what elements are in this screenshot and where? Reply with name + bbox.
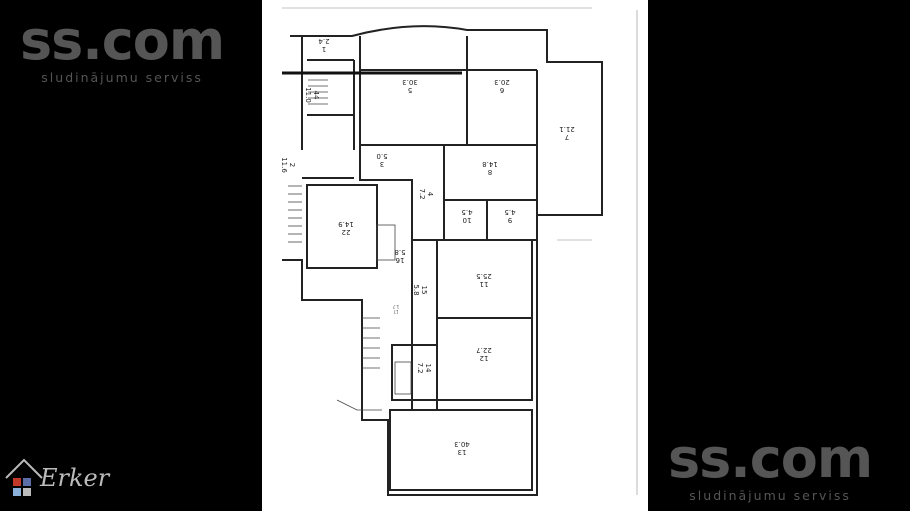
room-label: 13 <box>458 448 467 456</box>
room-label: 8 <box>488 168 492 176</box>
room-area: 14.8 <box>482 160 498 168</box>
room-area: 7.2 <box>416 362 424 373</box>
room-label: 10 <box>463 216 472 224</box>
room-label: 5 <box>408 86 412 94</box>
room-label: 6 <box>499 86 504 94</box>
room-area: 5.0 <box>376 152 387 160</box>
room-area: 5.8 <box>394 248 405 256</box>
watermark-tagline: sludinājumu serviss <box>689 488 851 503</box>
room-label: 44 <box>312 91 320 100</box>
room-label: 9 <box>508 216 512 224</box>
room-label: 11 <box>480 280 489 288</box>
room-label: 3 <box>380 160 384 168</box>
watermark-brand: ss.com <box>668 427 873 490</box>
room-label: 14 <box>424 364 432 373</box>
room-label: 22 <box>342 228 351 236</box>
room-area: 40.3 <box>454 440 470 448</box>
room-label: 7 <box>565 133 569 141</box>
room-area: 1.7 <box>392 304 399 309</box>
erker-logo: Erker <box>4 454 116 506</box>
room-area: 11.0 <box>304 87 312 103</box>
watermark-bottom: ss.com sludinājumu serviss <box>668 427 873 504</box>
watermark-top: ss.com sludinājumu serviss <box>20 9 225 86</box>
room-area: 11.6 <box>280 157 288 173</box>
room-area: 14.9 <box>338 220 354 228</box>
room-label: 16 <box>395 256 404 264</box>
logo-text: Erker <box>40 464 110 492</box>
room-area: 30.3 <box>402 78 418 86</box>
room-label: 1 <box>322 45 326 53</box>
watermark-tagline: sludinājumu serviss <box>41 70 203 85</box>
room-area: 22.7 <box>476 346 492 354</box>
house-icon <box>5 458 43 496</box>
room-area: 4.5 <box>504 208 515 216</box>
room-label: 17 <box>393 309 399 314</box>
room-area: 5.8 <box>412 284 420 295</box>
room-area: 25.5 <box>476 272 492 280</box>
watermark-brand: ss.com <box>20 9 225 72</box>
room-label: 12 <box>480 354 489 362</box>
room-area: 2.4 <box>318 37 330 45</box>
room-area: 21.1 <box>559 125 575 133</box>
room-area: 4.5 <box>461 208 472 216</box>
room-area: 20.3 <box>494 78 510 86</box>
room-area: 7.2 <box>418 188 426 199</box>
room-label: 15 <box>420 286 428 295</box>
room-label: 2 <box>288 163 296 167</box>
room-label: 4 <box>426 192 434 197</box>
